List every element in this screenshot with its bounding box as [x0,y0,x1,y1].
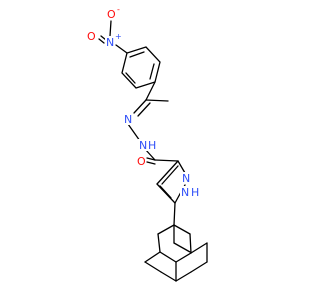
bond-ring-c-imine [145,81,156,101]
atom-label-layer: O - N + O N N H O N N H N [86,5,202,199]
amide-nitrogen: N [139,139,147,152]
bond-c-n-double-a [133,99,147,114]
carbonyl-oxygen: O [137,155,146,168]
nitro-oxygen-minus: O [107,8,116,21]
bond-c-o-double-b [146,161,156,165]
pyrazole-c4-c3-inner [161,165,179,185]
bond-c-n-double-b [137,102,151,117]
pyrazole-nh-hydrogen: H [191,186,199,199]
amide-hydrogen: H [148,139,156,152]
benzene-inner-1 [129,51,145,58]
benzene-inner-3 [125,72,136,84]
benzene-inner-2 [149,63,155,80]
nitrogen-plus-charge: + [115,32,122,41]
hydrazone-nitrogen-1: N [124,113,132,126]
bond-n-ring [115,44,128,54]
oxygen-minus-charge: - [117,5,120,14]
pyrazole-nh-nitrogen: N [181,186,189,199]
bond-c-o-double-a [146,157,156,161]
bond-n-o-single [109,20,112,37]
bond-carbonyl-pyrazole [154,159,179,162]
bond-pyrazole-adamantane [173,202,176,226]
adamantane-cage [144,224,208,282]
nitro-oxygen-double: O [87,30,96,43]
bond-n-o-double-a [98,38,105,44]
bond-n-n [127,123,141,142]
pyrazole-c5-c4-inner [159,185,172,199]
nitro-nitrogen: N [106,36,114,49]
molecule-canvas: O - N + O N N H O N N H N [86,5,208,282]
structure-diagram: O - N + O N N H O N N H N [86,5,208,282]
pyrazole-c4-c3 [156,160,179,185]
pyrazole-c3-n2 [177,160,186,174]
bond-layer [98,20,208,282]
pyrazole-nitrogen: N [182,172,190,185]
bond-methyl [145,99,169,102]
